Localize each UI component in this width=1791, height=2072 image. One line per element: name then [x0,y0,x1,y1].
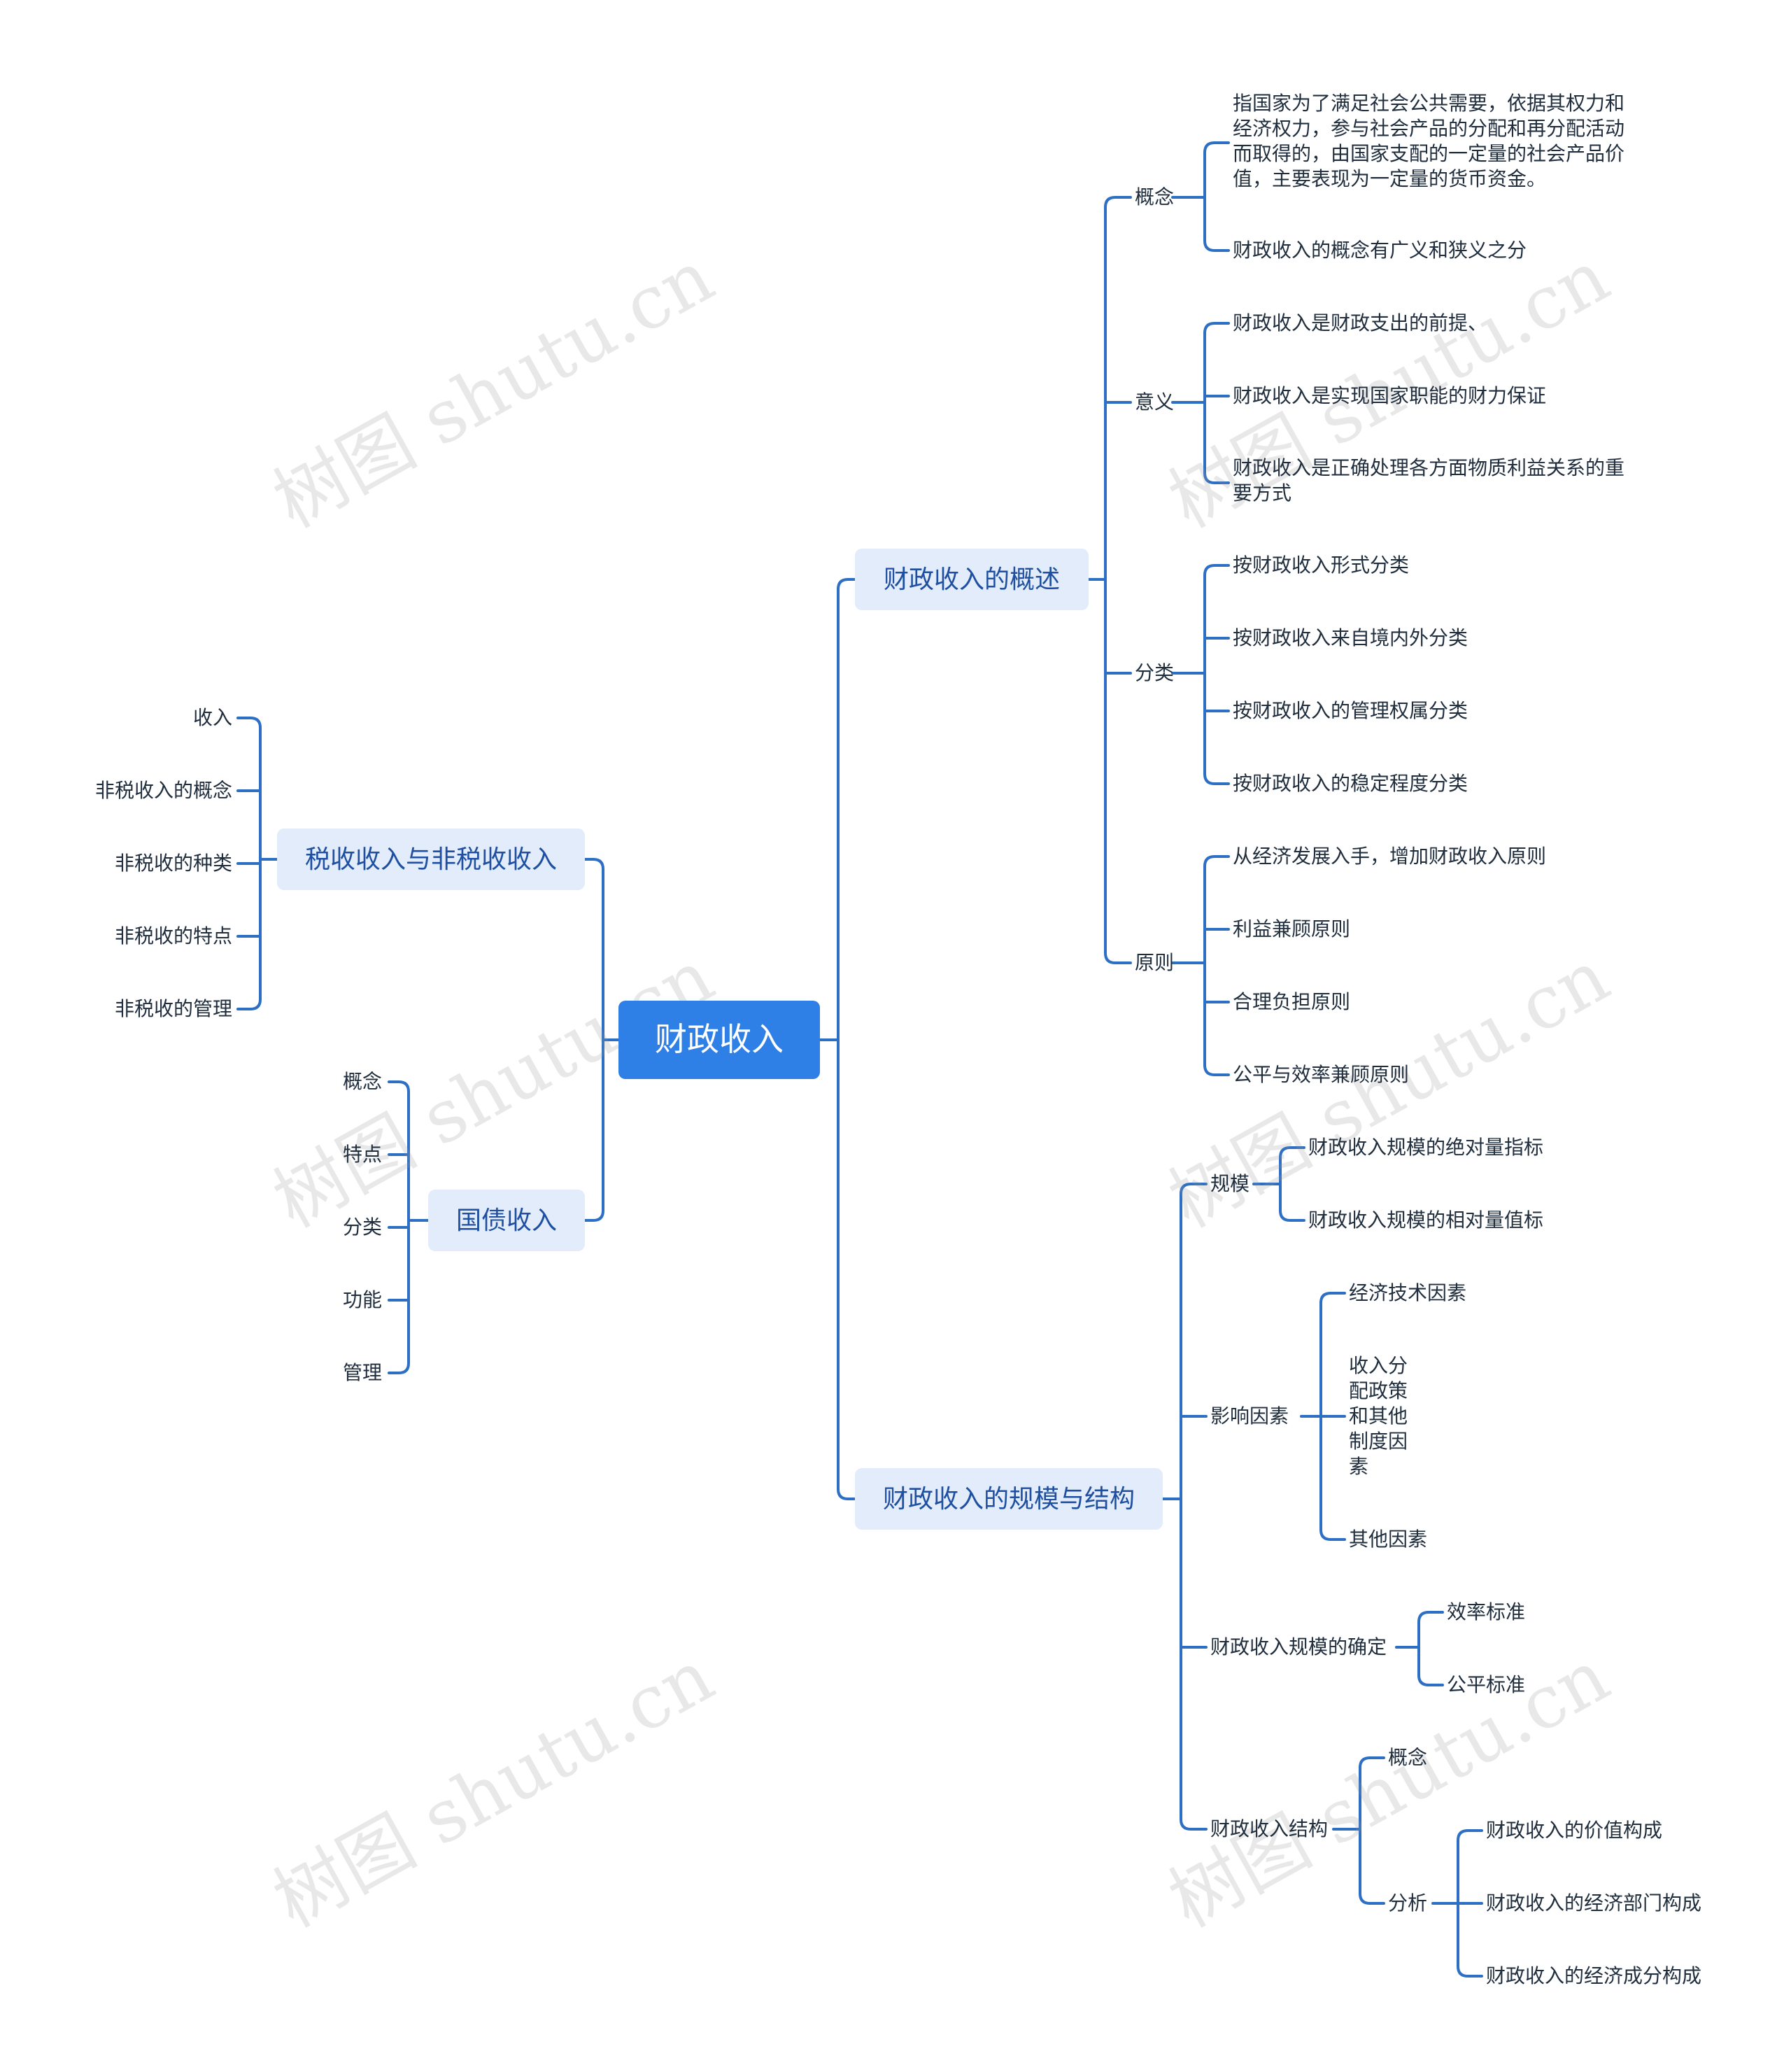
topic-tax-nontax[interactable]: 税收收入与非税收收入 [277,829,585,890]
connector [1417,1674,1444,1686]
connector [1203,141,1230,154]
subtopic-scale[interactable]: 规模 [1210,1173,1250,1194]
leaf-scale-relative[interactable]: 财政收入规模的相对量值标 [1308,1209,1544,1231]
connector [583,1209,604,1222]
connector [1457,1829,1483,1842]
connector [1180,1183,1208,1195]
leaf-scale-absolute[interactable]: 财政收入规模的绝对量指标 [1308,1136,1544,1158]
leaf-fairness-standard[interactable]: 公平标准 [1447,1674,1526,1696]
leaf-structure-analysis[interactable]: 分析 [1388,1892,1428,1914]
subtopic-significance[interactable]: 意义 [1135,391,1175,413]
leaf-principle-3[interactable]: 合理负担原则 [1233,991,1351,1013]
leaf-principle-2[interactable]: 利益兼顾原则 [1233,918,1351,940]
leaf-efficiency-standard[interactable]: 效率标准 [1447,1601,1526,1623]
leaf-nontax-management[interactable]: 非税收的管理 [114,998,232,1020]
connector [1279,1146,1305,1159]
connector [1104,196,1132,209]
leaf-nontax-concept[interactable]: 非税收入的概念 [94,780,232,801]
connector [388,1362,410,1374]
connector [1417,1611,1444,1623]
topic-overview[interactable]: 财政收入的概述 [855,549,1089,610]
leaf-class-origin[interactable]: 按财政收入来自境内外分类 [1233,627,1468,649]
leaf-significance-1[interactable]: 财政收入是财政支出的前提、 [1233,312,1488,334]
leaf-factor-policy[interactable]: 收入分配政策和其他制度因素 [1349,1355,1408,1477]
subtopic-classification[interactable]: 分类 [1135,662,1175,684]
leaf-principle-1[interactable]: 从经济发展入手，增加财政收入原则 [1233,845,1547,867]
connector [1359,1756,1385,1769]
leaf-analysis-sector[interactable]: 财政收入的经济部门构成 [1486,1892,1702,1914]
leaf-debt-function[interactable]: 功能 [342,1289,382,1311]
leaf-concept-broad-narrow[interactable]: 财政收入的概念有广义和狭义之分 [1233,239,1527,261]
connector [1457,1965,1483,1978]
leaf-nontax-types[interactable]: 非税收的种类 [114,852,232,874]
connector [1279,1209,1305,1222]
leaf-analysis-value[interactable]: 财政收入的价值构成 [1486,1819,1663,1841]
connector [1203,564,1230,577]
leaf-debt-classification[interactable]: 分类 [342,1216,382,1238]
subtopic-concept[interactable]: 概念 [1135,186,1175,208]
connector [1203,855,1230,868]
leaf-debt-features[interactable]: 特点 [342,1143,382,1165]
connector [1203,773,1230,785]
connector [583,858,604,871]
leaf-factor-other[interactable]: 其他因素 [1349,1528,1428,1550]
connector [236,998,262,1010]
connector [837,1488,856,1500]
subtopic-scale-determination[interactable]: 财政收入规模的确定 [1210,1636,1387,1658]
leaf-factor-economic[interactable]: 经济技术因素 [1349,1282,1467,1304]
connector [1359,1892,1385,1905]
leaf-debt-management[interactable]: 管理 [342,1362,382,1383]
connector [1180,1818,1208,1831]
leaf-structure-concept[interactable]: 概念 [1388,1747,1428,1768]
leaf-class-stability[interactable]: 按财政收入的稳定程度分类 [1233,773,1468,794]
connector [236,717,262,729]
leaf-class-form[interactable]: 按财政收入形式分类 [1233,554,1410,576]
subtopic-revenue-structure[interactable]: 财政收入结构 [1210,1818,1329,1840]
topic-scale-structure[interactable]: 财政收入的规模与结构 [855,1468,1163,1530]
leaf-significance-3[interactable]: 财政收入是正确处理各方面物质利益关系的重要方式 [1233,457,1625,504]
leaf-principle-4[interactable]: 公平与效率兼顾原则 [1233,1064,1410,1085]
connector [1319,1292,1346,1304]
connector [1203,322,1230,334]
leaf-analysis-ownership[interactable]: 财政收入的经济成分构成 [1486,1965,1702,1987]
leaf-nontax-features[interactable]: 非税收的特点 [114,925,232,947]
connector [837,578,856,591]
connector [1203,239,1230,252]
connector [1203,1064,1230,1076]
leaf-concept-definition[interactable]: 指国家为了满足社会公共需要，依据其权力和经济权力，参与社会产品的分配和再分配活动… [1233,92,1625,190]
topic-national-debt[interactable]: 国债收入 [428,1190,585,1251]
subtopic-factors[interactable]: 影响因素 [1210,1405,1289,1427]
leaf-significance-2[interactable]: 财政收入是实现国家职能的财力保证 [1233,385,1547,407]
subtopic-principles[interactable]: 原则 [1135,952,1175,973]
leaf-income[interactable]: 收入 [192,707,232,728]
connector [1104,952,1132,964]
connector [1203,472,1230,484]
root-node[interactable]: 财政收入 [618,1001,820,1079]
leaf-class-ownership[interactable]: 按财政收入的管理权属分类 [1233,700,1468,721]
connector [1319,1528,1346,1541]
connector [388,1080,410,1093]
leaf-debt-concept[interactable]: 概念 [342,1071,382,1092]
